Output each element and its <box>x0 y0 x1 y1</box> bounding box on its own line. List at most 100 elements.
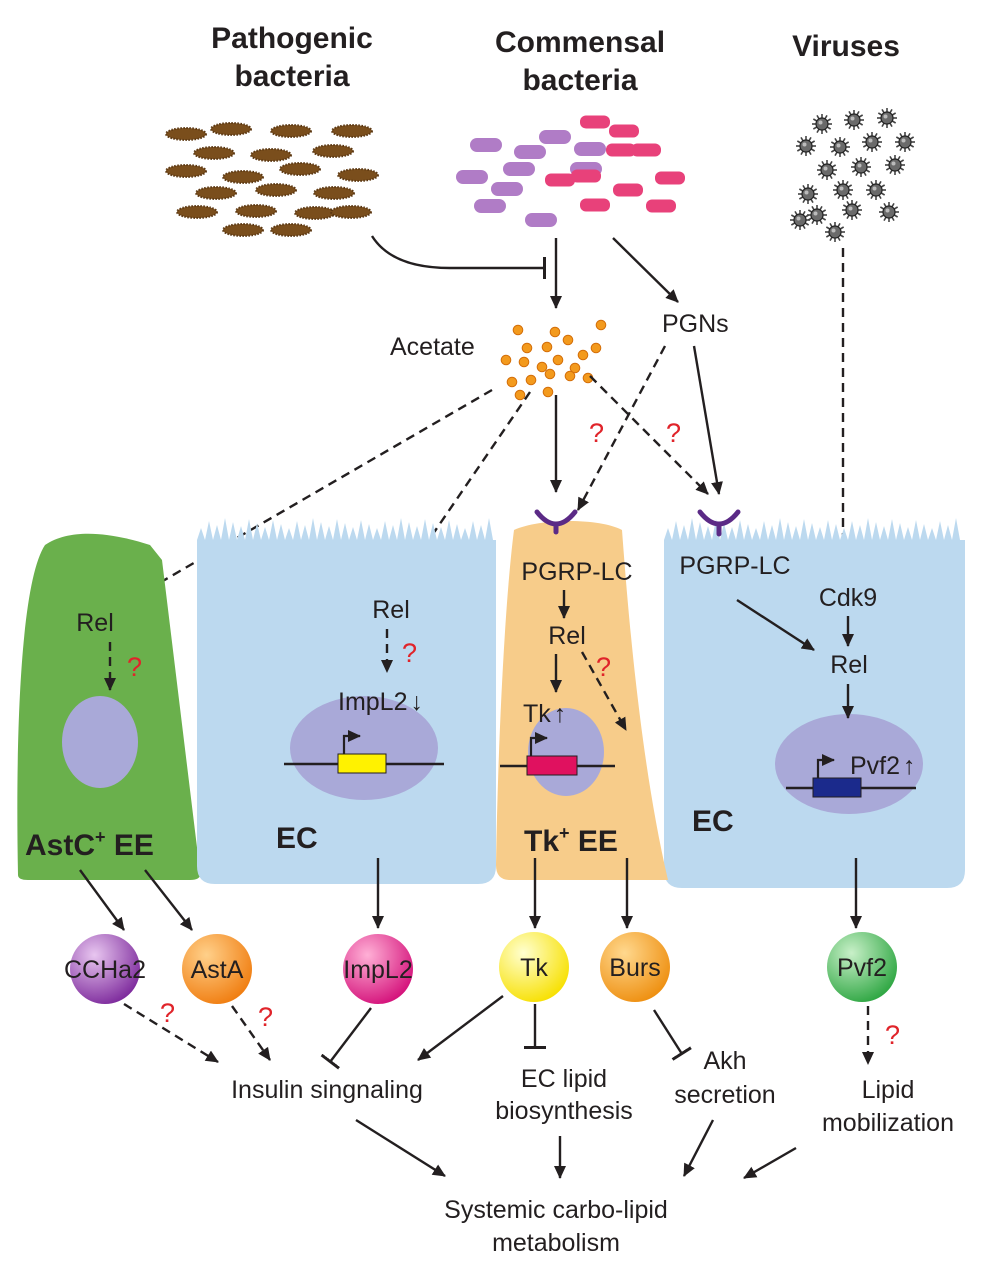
virus-particle <box>842 200 862 220</box>
pathogenic-bacteria-cluster <box>165 122 379 237</box>
pgrp-to-rel-arrow <box>736 598 815 652</box>
virus-particle <box>807 205 827 225</box>
question-mark-ccha2: ? <box>160 998 175 1028</box>
commensal-bacterium-pink <box>571 169 601 183</box>
tk-ee-pgrp-lc-label: PGRP-LC <box>521 558 632 586</box>
virus-particle <box>825 222 845 242</box>
tk-sphere <box>499 932 569 1002</box>
pathogenic-bacterium <box>235 204 277 218</box>
commensal-bacterium-pink <box>646 199 676 213</box>
ccha2-label: CCHa2 <box>64 956 146 984</box>
outcome-label-line2: metabolism <box>492 1229 620 1257</box>
commensal-bacterium-purple <box>574 142 606 156</box>
ccha2-sphere <box>70 934 140 1004</box>
virus-cluster <box>790 108 915 242</box>
pathogenic-bacterium <box>255 183 297 197</box>
question-mark-asta: ? <box>258 1002 273 1032</box>
viruses-title: Viruses <box>792 30 900 63</box>
pathogenic-bacterium <box>250 148 292 162</box>
acetate-molecule <box>512 324 524 336</box>
pvf2-gene-label: Pvf2↑ <box>850 752 916 780</box>
akh-to-outcome-arrow <box>682 1119 715 1177</box>
acetate-molecule <box>525 374 537 386</box>
acetate-to-astc-arrow <box>129 388 493 602</box>
acetate-molecule <box>500 354 512 366</box>
acetate-label: Acetate <box>390 333 475 361</box>
acetate-molecule <box>518 356 530 368</box>
pathogenic-bacterium <box>193 146 235 160</box>
ec-left-nucleus <box>290 696 438 800</box>
commensal-bacterium-pink <box>580 115 610 129</box>
asta-to-insulin-arrow <box>231 1005 271 1061</box>
commensal-title-line2: bacteria <box>522 64 637 97</box>
virus-particle <box>885 155 905 175</box>
acetate-molecule <box>549 326 561 338</box>
commensal-title-line1: Commensal <box>495 26 665 59</box>
question-mark-ec-left: ? <box>402 638 417 668</box>
commensal-bacterium-pink <box>655 171 685 185</box>
virus-particle <box>895 132 915 152</box>
tk-to-insulin-arrow <box>417 995 504 1061</box>
pgns-label: PGNs <box>662 310 729 338</box>
ec-right-pgrp-lc-receptor <box>697 509 741 537</box>
commensal-bacterium-purple <box>539 130 571 144</box>
burs-label: Burs <box>609 954 660 982</box>
pathogenic-bacterium <box>165 164 207 178</box>
pvf2-sphere <box>827 932 897 1002</box>
virus-particle <box>790 210 810 230</box>
impl2-sphere <box>343 934 413 1004</box>
tk-ee-rel-label: Rel <box>548 622 586 650</box>
burs-inhibits-akh <box>652 1009 692 1061</box>
lipid-mobilization-label-line2: mobilization <box>822 1109 954 1137</box>
astc-to-asta-arrow <box>144 869 193 931</box>
tk-ee-cell <box>496 521 668 880</box>
acetate-molecule <box>506 376 518 388</box>
acetate-molecule <box>577 349 589 361</box>
acetate-molecules <box>500 319 607 401</box>
commensal-bacterium-pink <box>631 143 661 157</box>
astc-ee-label: AstC+ EE <box>25 827 154 862</box>
commensal-bacterium-pink <box>580 198 610 212</box>
acetate-molecule <box>521 342 533 354</box>
akh-label-line2: secretion <box>674 1081 775 1109</box>
acetate-to-ec-right-arrow <box>589 375 709 495</box>
pgns-to-tk-ee-arrow <box>576 345 667 511</box>
acetate-molecule <box>541 341 553 353</box>
pathogenic-bacterium <box>330 205 372 219</box>
outcome-label-line1: Systemic carbo-lipid <box>444 1196 668 1224</box>
commensal-bacterium-purple <box>525 213 557 227</box>
ec-right-rel-label: Rel <box>830 651 868 679</box>
tk-gene-label: Tk↑ <box>523 700 566 728</box>
impl2-inhibits-insulin <box>320 1007 372 1070</box>
pathogenic-bacterium <box>210 122 252 136</box>
astc-ee-nucleus <box>62 696 138 788</box>
virus-particle <box>830 137 850 157</box>
commensal-bacterium-purple <box>503 162 535 176</box>
acetate-molecule <box>514 389 526 401</box>
commensal-to-pgns-arrow <box>612 237 679 303</box>
pathogenic-bacterium <box>222 170 264 184</box>
virus-particle <box>833 180 853 200</box>
commensal-bacterium-purple <box>491 182 523 196</box>
acetate-molecule <box>552 354 564 366</box>
acetate-molecule <box>590 342 602 354</box>
ec-lipid-label-line2: biosynthesis <box>495 1097 633 1125</box>
cdk9-label: Cdk9 <box>819 584 877 612</box>
virus-particle <box>879 202 899 222</box>
commensal-bacterium-purple <box>514 145 546 159</box>
commensal-bacterium-purple <box>456 170 488 184</box>
virus-particle <box>796 136 816 156</box>
commensal-bacterium-pink <box>609 124 639 138</box>
virus-particle <box>817 160 837 180</box>
commensal-bacterium-pink <box>545 173 575 187</box>
acetate-molecule <box>595 319 607 331</box>
question-mark-2: ? <box>666 418 681 448</box>
pathogenic-bacterium <box>312 144 354 158</box>
akh-label-line1: Akh <box>703 1047 746 1075</box>
commensal-bacteria-cluster <box>456 115 685 227</box>
tk-ee-pgrp-lc-receptor <box>534 509 578 535</box>
pathogenic-bacterium <box>294 206 336 220</box>
virus-particle <box>866 180 886 200</box>
pathogen-inhibits-acetate <box>370 235 546 279</box>
